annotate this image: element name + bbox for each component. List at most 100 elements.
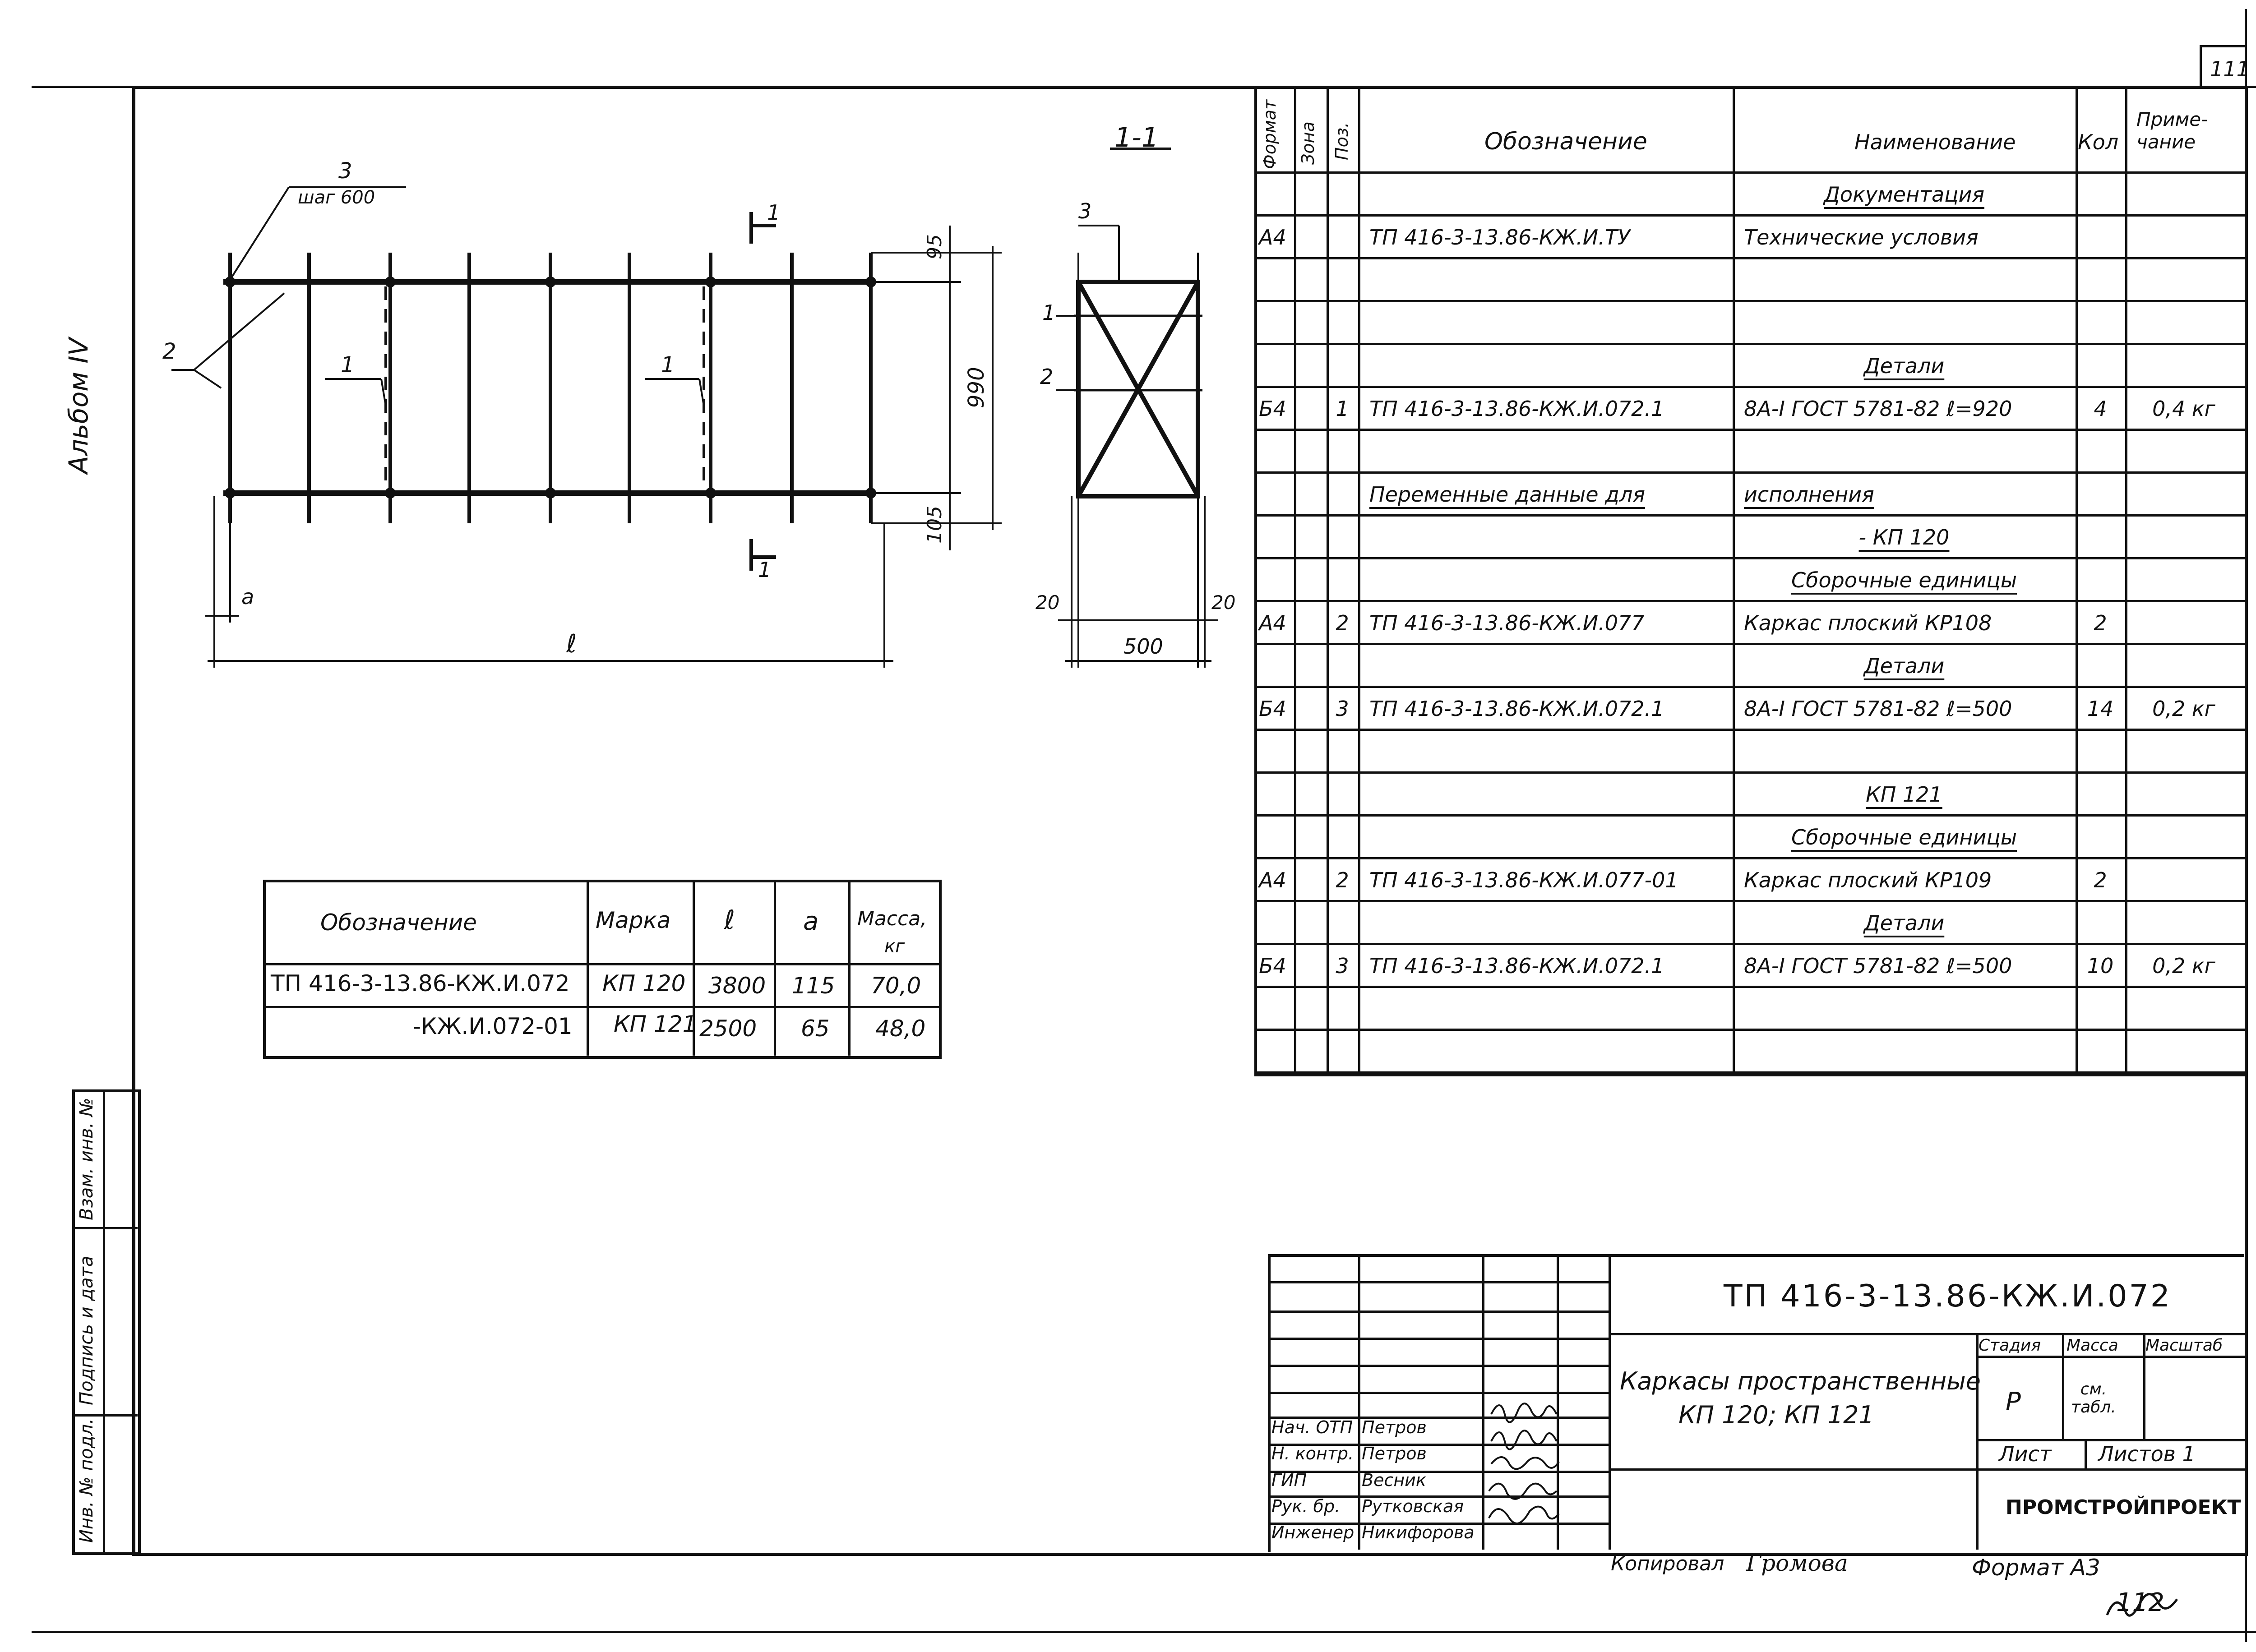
section-dim-20-right: 20: [1211, 591, 1236, 614]
role-title: Н. контр.: [1271, 1444, 1354, 1463]
spec-row-15-name: КП 121: [1866, 782, 1942, 807]
spec-row-11-designation: ТП 416-3-13.86-КЖ.И.077: [1369, 611, 1645, 635]
spec-row-17-designation: ТП 416-3-13.86-КЖ.И.077-01: [1369, 868, 1678, 892]
spec-row-6-designation: ТП 416-3-13.86-КЖ.И.072.1: [1369, 397, 1664, 421]
spec-row-11-qty: 2: [2094, 611, 2107, 635]
vt-row1-a: 115: [792, 973, 835, 999]
left-stamp: [72, 1089, 141, 1555]
spec-row-19-name: 8А-I ГОСТ 5781-82 ℓ=500: [1744, 954, 2012, 978]
spec-row-13-name: 8А-I ГОСТ 5781-82 ℓ=500: [1744, 697, 2012, 721]
vt-row1-l: 3800: [708, 973, 766, 999]
section-callout-3: 3: [1078, 199, 1092, 223]
vt-header-mass: Масса,: [857, 907, 927, 930]
spec-row-5-name: Детали: [1863, 354, 1945, 378]
role-person: Рутковская: [1362, 1496, 1464, 1516]
spec-row-2-format: А4: [1259, 225, 1286, 249]
sheets-label: Листов 1: [2098, 1442, 2196, 1466]
spec-row-13-pos: 3: [1336, 697, 1349, 721]
stage-value: Р: [2006, 1387, 2021, 1417]
role-person: Никифорова: [1362, 1523, 1475, 1542]
spec-row-17-pos: 2: [1336, 868, 1349, 892]
dim-990: 990: [964, 367, 989, 408]
spec-row-6-note: 0,4 кг: [2152, 397, 2215, 421]
spec-header-zone: Зона: [1298, 121, 1318, 165]
spec-row-2-designation: ТП 416-3-13.86-КЖ.И.ТУ: [1369, 225, 1630, 249]
role-title: Нач. ОТП: [1271, 1417, 1353, 1437]
vt-row1-mass: 70,0: [871, 973, 921, 999]
page-number: 112: [2116, 1588, 2164, 1617]
section-dim-20-left: 20: [1036, 591, 1060, 614]
specification-table: [1254, 86, 2245, 1076]
role-person: Весник: [1362, 1470, 1426, 1490]
title-line-1: Каркасы пространственные: [1620, 1367, 1981, 1395]
scale-header: Масштаб: [2145, 1336, 2223, 1355]
spec-row-16-name: Сборочные единицы: [1791, 825, 2017, 849]
section-callout-1: 1: [1042, 300, 1056, 325]
callout-2: 2: [162, 339, 176, 364]
organization: ПРОМСТРОЙПРОЕКТ: [2006, 1496, 2241, 1519]
section-title: 1-1: [1114, 122, 1159, 153]
callout-1a: 1: [341, 352, 355, 378]
sheet-label: Лист: [1999, 1442, 2052, 1466]
vt-header-l: ℓ: [724, 904, 735, 935]
sheet-number-box-top: [2200, 45, 2247, 47]
spec-row-9-name: - КП 120: [1858, 525, 1950, 549]
spec-row-10-name: Сборочные единицы: [1791, 568, 2017, 592]
spec-row-6-qty: 4: [2094, 397, 2107, 421]
title-block: [1268, 1254, 2244, 1552]
spec-row-13-format: Б4: [1259, 697, 1286, 721]
vt-row1-designation: ТП 416-3-13.86-КЖ.И.072: [271, 970, 570, 997]
cut-label-bottom: 1: [758, 558, 772, 582]
sheet-number-box-left: [2200, 45, 2202, 88]
spec-row-17-format: А4: [1259, 868, 1286, 892]
spec-row-19-qty: 10: [2087, 954, 2114, 978]
vt-row2-a: 65: [801, 1015, 830, 1042]
spec-row-6-format: Б4: [1259, 397, 1286, 421]
role-person: Петров: [1362, 1444, 1427, 1463]
spec-row-1-name: Документация: [1823, 182, 1985, 207]
spec-row-8-name: исполнения: [1744, 482, 1874, 507]
drawing-frame: [132, 86, 2248, 1556]
callout-3: 3: [338, 158, 352, 184]
transverse-bars: [228, 253, 873, 523]
section-callout-2: 2: [1040, 365, 1054, 389]
stage-header: Стадия: [1979, 1336, 2041, 1355]
sheet-number: 111: [2210, 57, 2250, 81]
callout-1b: 1: [661, 352, 675, 378]
dim-105: 105: [923, 506, 946, 544]
copied-by-label: Копировал: [1611, 1552, 1724, 1575]
cut-label-top: 1: [767, 200, 781, 225]
vt-header-mass-unit: кг: [884, 936, 905, 957]
copier-name: Громова: [1746, 1550, 1848, 1576]
spec-row-13-qty: 14: [2087, 697, 2114, 721]
spec-row-2-name: Технические условия: [1744, 225, 1979, 249]
left-stamp-row-1: [72, 1227, 138, 1229]
vt-row2-mark: КП 121: [614, 1011, 697, 1037]
role-title: Инженер: [1271, 1523, 1355, 1542]
dim-l: ℓ: [566, 629, 577, 659]
variants-table: [263, 880, 942, 1059]
vt-row2-mass: 48,0: [875, 1015, 926, 1042]
spec-header-pos: Поз.: [1332, 122, 1352, 160]
spec-row-6-pos: 1: [1336, 397, 1349, 421]
spec-row-13-designation: ТП 416-3-13.86-КЖ.И.072.1: [1369, 697, 1664, 721]
mass-header: Масса: [2066, 1336, 2118, 1355]
spec-row-11-name: Каркас плоский КР108: [1744, 611, 1992, 635]
role-title: ГИП: [1271, 1470, 1307, 1490]
spec-row-19-pos: 3: [1336, 954, 1349, 978]
vt-header-mark: Марка: [596, 907, 671, 933]
spec-row-11-pos: 2: [1336, 611, 1349, 635]
dim-a: a: [241, 585, 254, 609]
spec-row-19-designation: ТП 416-3-13.86-КЖ.И.072.1: [1369, 954, 1664, 978]
step-label: шаг 600: [298, 187, 375, 208]
dim-95: 95: [923, 234, 946, 259]
section-dim-500: 500: [1123, 634, 1163, 659]
spec-header-designation: Обозначение: [1484, 128, 1647, 155]
vt-row2-designation: -КЖ.И.072-01: [413, 1013, 573, 1039]
spec-header-note: Приме-чание: [2136, 108, 2208, 153]
spec-row-18-name: Детали: [1863, 911, 1945, 935]
spec-row-17-name: Каркас плоский КР109: [1744, 868, 1992, 892]
mass-value: см. табл.: [2071, 1380, 2116, 1417]
spec-row-19-note: 0,2 кг: [2152, 954, 2215, 978]
spec-header-format: Формат: [1260, 99, 1280, 169]
